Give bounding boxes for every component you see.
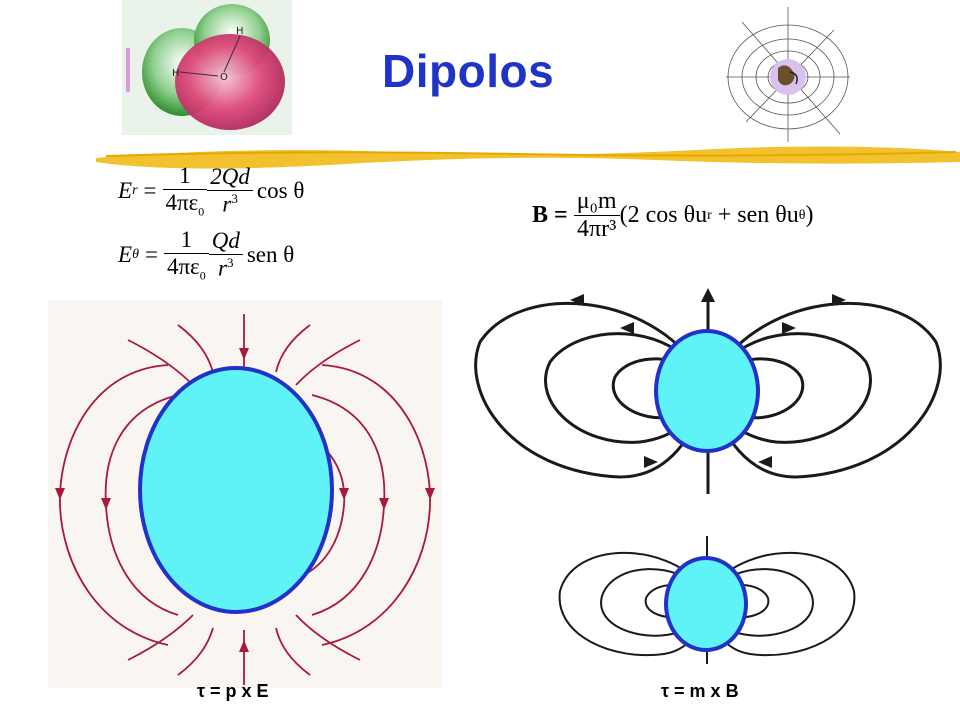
eq-er-coef-num: 1 [162, 163, 208, 190]
eq-et-func: sen θ [246, 242, 295, 267]
electric-dipole-field-diagram [48, 300, 442, 688]
eq-er-sub: r [132, 183, 138, 198]
eq-et-term-den: r [218, 255, 227, 281]
eq-er-lhs: E [118, 178, 133, 203]
eq-b-rhs: (2 cos θu [619, 202, 708, 228]
title-underline [96, 146, 960, 169]
eq-et-exp: 3 [227, 255, 234, 271]
eq-er-func: cos θ [256, 178, 305, 203]
eq-et-coef-den: 4πε [166, 253, 200, 279]
eq-b-sub-theta: θ [798, 207, 806, 223]
atom-o: O [220, 72, 228, 83]
eq-b-den: 4πr³ [576, 216, 617, 242]
magnetic-torque-label: τ = m x B [661, 681, 739, 701]
eq-er-term-num: 2Qd [207, 164, 253, 192]
electric-dipole-mask [138, 366, 334, 614]
eq-er-term-den: r [222, 191, 232, 217]
earth-magnetic-field-image [722, 2, 854, 145]
eq-et-coef-num: 1 [163, 227, 209, 254]
eq-er-coef-den: 4πε [165, 189, 199, 215]
electric-torque-label: τ = p x E [197, 681, 269, 701]
eq-b-sub-r: r [707, 207, 712, 223]
eq-et-lhs: E [118, 242, 133, 267]
atom-h-top: H [236, 26, 244, 37]
eq-et-term-num: Qd [208, 228, 243, 256]
eq-b-lhs: B = [532, 202, 568, 228]
magnetic-dipole-small-diagram [554, 536, 860, 666]
eq-b-end: ) [805, 202, 814, 228]
eq-et-coef-sub: 0 [199, 268, 206, 283]
eq-b-mid: + sen θu [711, 202, 799, 228]
eq-b-num: μ₀m [573, 188, 620, 216]
magnetic-dipole-field-diagram [470, 282, 948, 496]
magnetic-dipole-mask-small [664, 556, 748, 652]
magnetic-dipole-mask-large [654, 329, 760, 453]
page-title: Dipolos [382, 45, 555, 97]
water-molecule-image: H H O [122, 0, 292, 135]
eq-er-coef-sub: 0 [198, 204, 205, 219]
atom-h-left: H [172, 68, 180, 79]
eq-et-sub: θ [132, 247, 139, 262]
eq-er-exp: 3 [231, 191, 238, 207]
